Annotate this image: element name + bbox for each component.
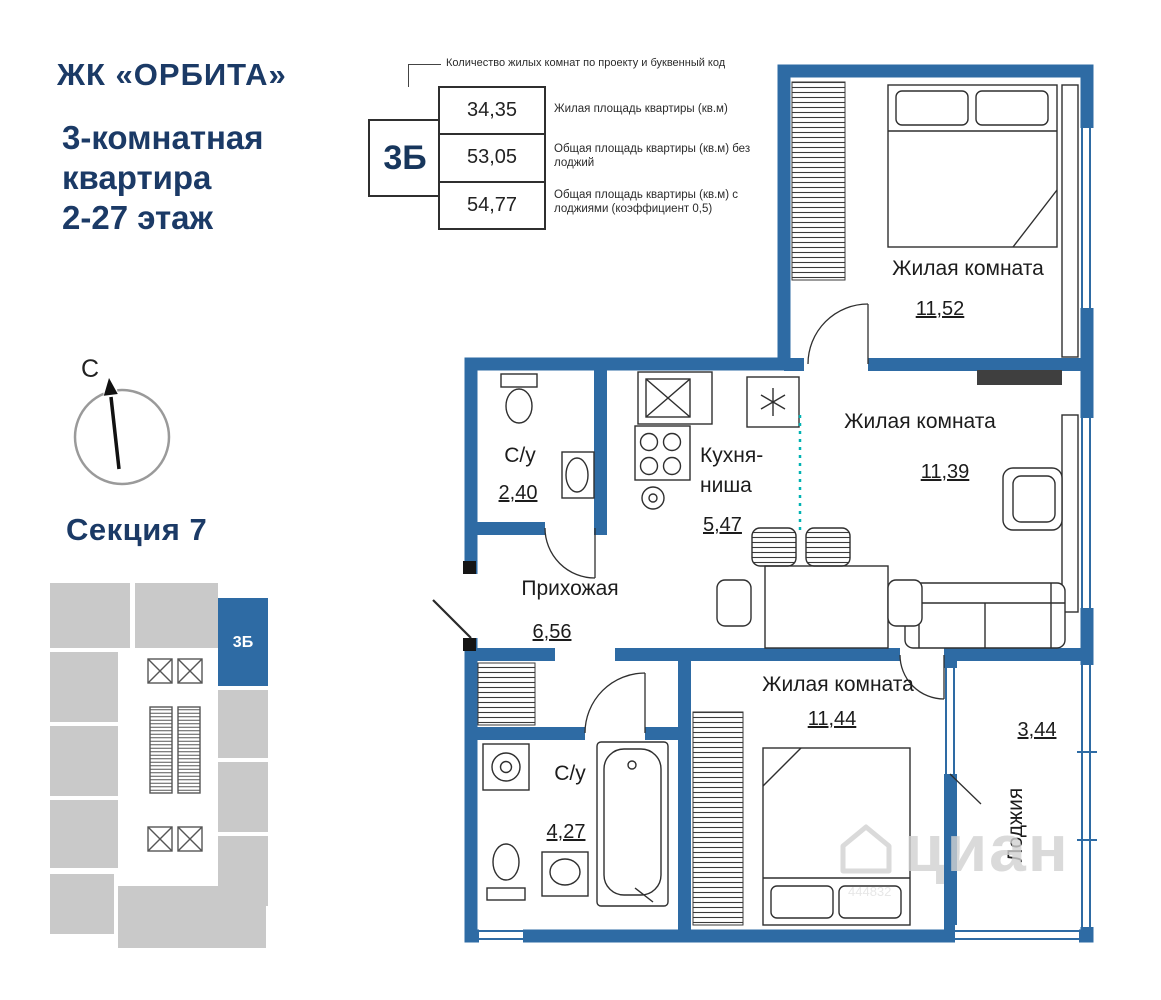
total-area-with-loggia-value: 54,77 <box>466 193 518 216</box>
apartment-spec-table: Количество жилых комнат по проекту и бук… <box>368 57 758 230</box>
toilet-icon <box>500 373 538 424</box>
shaft-icon <box>147 826 173 852</box>
bed-icon <box>887 84 1058 248</box>
window-bedroom-top <box>1077 128 1097 308</box>
room-area-bath-small: 2,40 <box>499 482 538 504</box>
door-arc-bedroom-top <box>807 303 869 365</box>
room-label-loggia: Лоджия <box>1004 788 1027 862</box>
windows <box>479 128 1097 945</box>
washing-machine-icon <box>482 743 530 791</box>
room-label-bath-small: С/у <box>504 444 536 467</box>
compass-circle <box>73 388 171 486</box>
bed-icon <box>762 747 911 926</box>
section-title: Секция 7 <box>66 512 208 547</box>
minimap-core-symbols <box>147 658 203 852</box>
loggia-door-leaf <box>949 773 982 805</box>
room-label-hall: Прихожая <box>521 577 618 600</box>
room-area-living: 11,39 <box>921 461 970 483</box>
shaft-icon <box>147 658 173 684</box>
chair-icon <box>887 579 923 627</box>
room-label-kitchen-line1: Кухня- <box>700 444 763 467</box>
bathtub-icon <box>596 741 669 907</box>
floor-plan: Жилая комната 11,52 Жилая комната 11,39 … <box>432 64 1097 945</box>
boiler-icon <box>641 486 665 510</box>
chair-icon <box>805 527 851 567</box>
fridge-icon <box>746 376 800 428</box>
room-label-bath-big: С/у <box>554 762 586 785</box>
spec-descriptions: Жилая площадь квартиры (кв.м) Общая площ… <box>554 86 758 226</box>
dining-table-icon <box>764 565 889 649</box>
room-area-kitchen: 5,47 <box>703 514 742 536</box>
wardrobe-hatch-bedroom-top <box>791 81 846 281</box>
chair-icon <box>716 579 752 627</box>
window-bathroom <box>479 925 523 945</box>
room-label-kitchen-line2: ниша <box>700 474 752 497</box>
furniture <box>482 84 1079 926</box>
room-area-loggia: 3,44 <box>1018 719 1057 741</box>
sofa-icon <box>904 582 1066 649</box>
apartment-title-line3: 2-27 этаж <box>62 199 213 236</box>
door-arc-bedroom-bottom <box>899 654 945 700</box>
armchair-icon <box>1002 467 1063 531</box>
apartment-title-line1: 3-комнатная <box>62 119 264 156</box>
living-area-value: 34,35 <box>440 88 544 136</box>
door-arc-bath-big <box>584 672 646 734</box>
room-area-hall: 6,56 <box>533 621 572 643</box>
minimap-gray-blocks <box>50 583 268 948</box>
storage-hatch-hall <box>477 662 536 726</box>
entry-door <box>432 561 480 651</box>
spec-bracket-label: Количество жилых комнат по проекту и бук… <box>446 57 726 69</box>
shaft-icon <box>177 658 203 684</box>
doors <box>544 303 982 805</box>
spec-values-column: 34,35 53,05 54,77 <box>438 86 546 230</box>
north-arrow-icon <box>103 378 121 470</box>
window-loggia-side <box>1077 665 1097 927</box>
stairs-icon <box>149 706 173 794</box>
toilet-icon <box>486 843 526 901</box>
room-area-bedroom-bottom: 11,44 <box>808 708 857 730</box>
window-sill-living <box>1061 414 1079 613</box>
room-area-bath-big: 4,27 <box>547 821 586 843</box>
room-label-bedroom-bottom: Жилая комната <box>762 673 914 696</box>
tv-console-icon <box>977 370 1062 385</box>
kitchen-sink-icon <box>637 371 713 425</box>
chair-icon <box>751 527 797 567</box>
wardrobes <box>477 81 846 926</box>
apartment-code: 3Б <box>368 119 440 197</box>
wardrobe-hatch-bedroom-bottom <box>692 711 744 926</box>
room-labels: Жилая комната 11,52 Жилая комната 11,39 … <box>499 257 1057 862</box>
minimap-unit-label: 3Б <box>233 634 253 651</box>
stairs-icon <box>177 706 201 794</box>
door-arc-bath-small <box>544 527 596 579</box>
complex-name: ЖК «ОРБИТА» <box>57 57 287 92</box>
room-label-living: Жилая комната <box>844 410 996 433</box>
compass-north-label: С <box>81 355 99 383</box>
window-loggia-bottom <box>955 925 1079 945</box>
washbasin-icon <box>541 851 589 897</box>
living-area-desc: Жилая площадь квартиры (кв.м) <box>554 103 728 116</box>
apartment-title-line2: квартира <box>62 159 212 196</box>
section-minimap: 3Б <box>50 583 268 948</box>
room-area-bedroom-top: 11,52 <box>916 298 965 320</box>
total-area-desc: Общая площадь квартиры (кв.м) без лоджий <box>554 142 751 169</box>
washbasin-icon <box>561 451 595 499</box>
north-compass: С <box>73 355 171 486</box>
window-living <box>1077 418 1097 608</box>
minimap-highlighted-unit <box>218 598 268 686</box>
shaft-icon <box>177 826 203 852</box>
total-area-value: 53,05 <box>440 135 544 183</box>
room-label-bedroom-top: Жилая комната <box>892 257 1044 280</box>
spec-bracket-line <box>408 64 441 87</box>
window-sill-bedroom-top <box>1061 84 1079 358</box>
apartment-title: 3-комнатная квартира 2-27 этаж <box>62 118 264 238</box>
total-area-with-loggia-desc: Общая площадь квартиры (кв.м) с лоджиями… <box>554 189 738 216</box>
loggia-door-window <box>939 668 961 774</box>
stove-icon <box>634 425 691 481</box>
